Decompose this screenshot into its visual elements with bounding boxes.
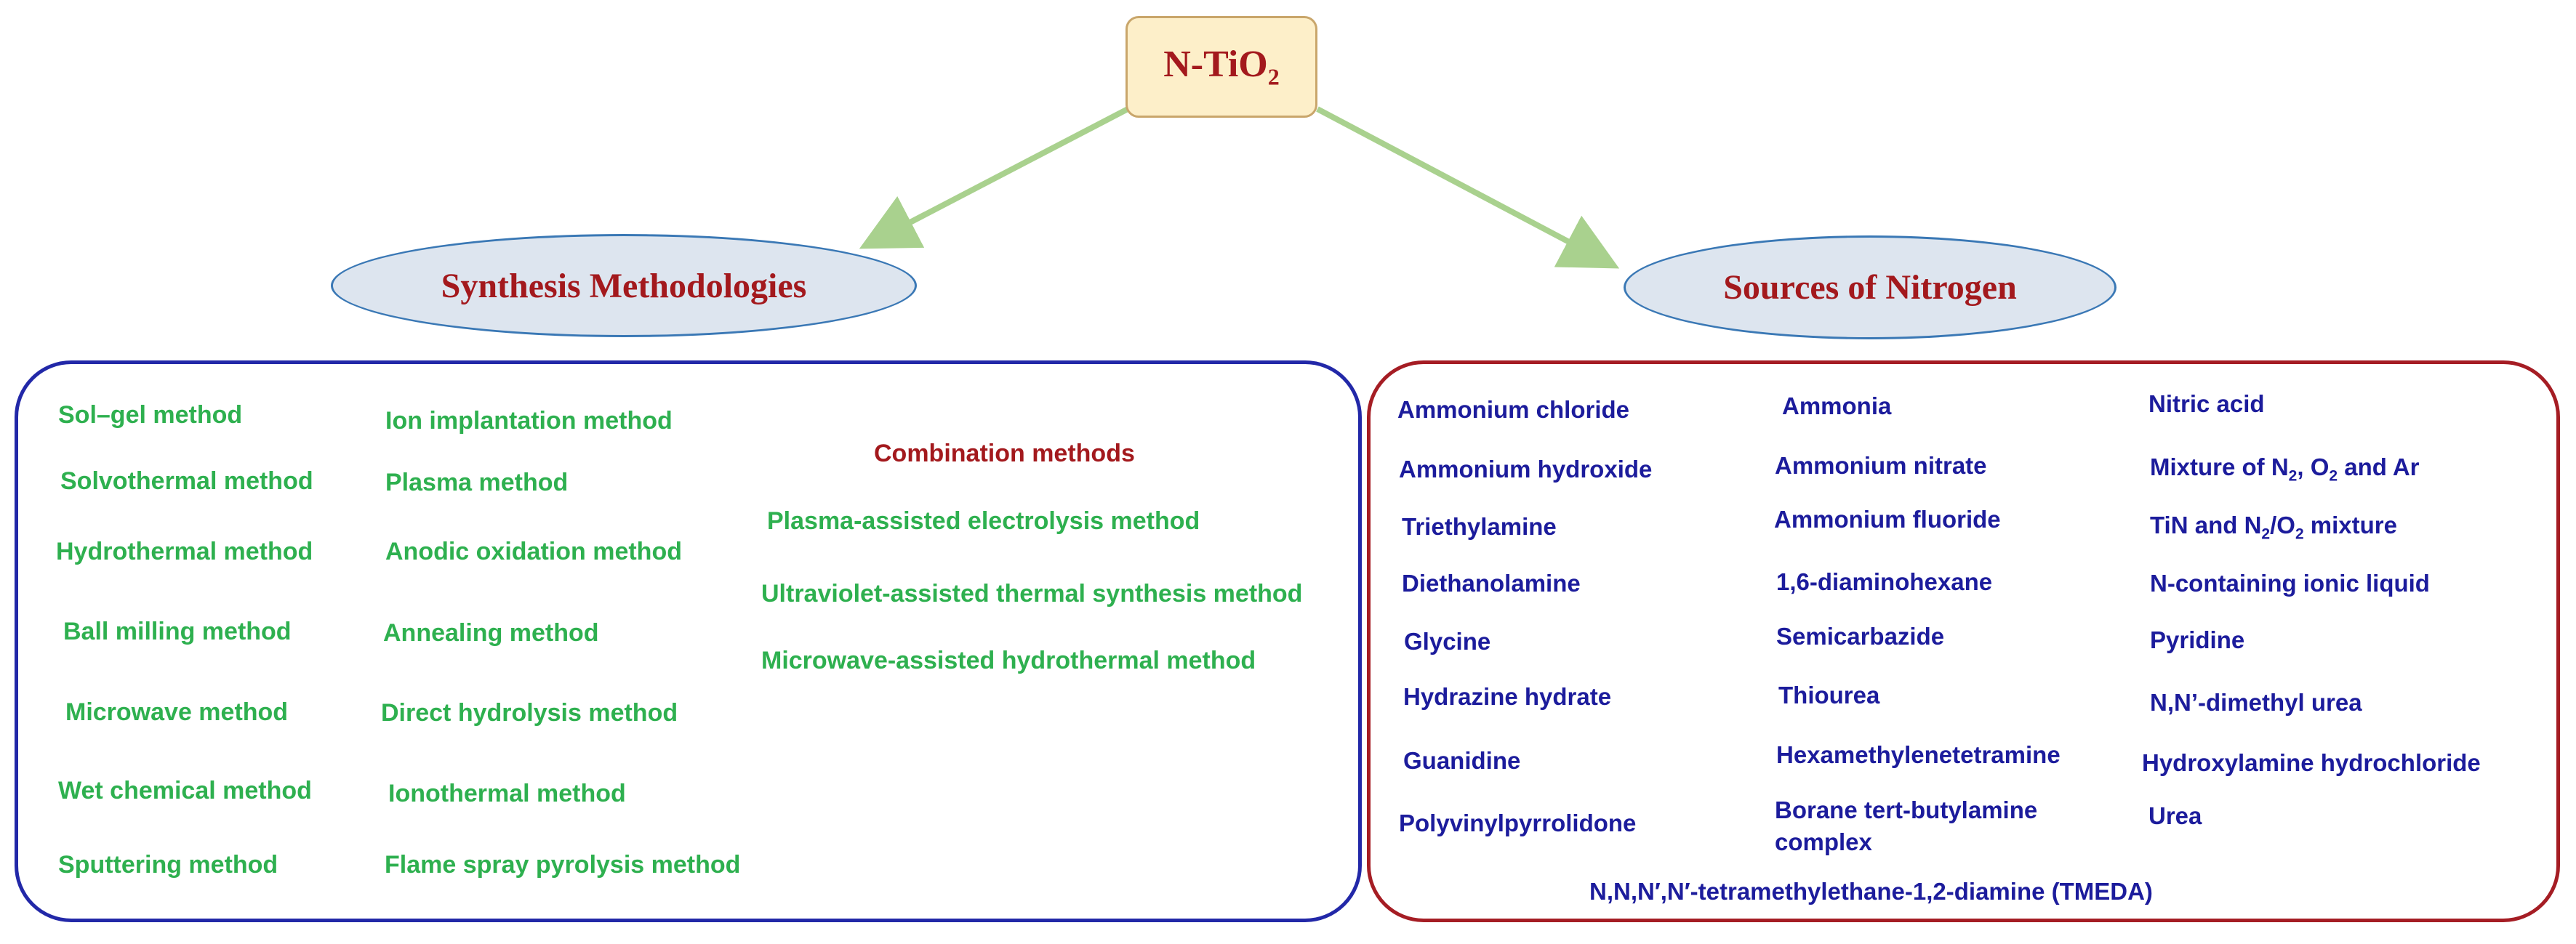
source-item: Thiourea bbox=[1778, 682, 1880, 709]
method-item: Ion implantation method bbox=[385, 407, 673, 435]
source-item: Ammonium fluoride bbox=[1774, 506, 2001, 533]
source-item: Hydroxylamine hydrochloride bbox=[2142, 749, 2481, 776]
method-item: Wet chemical method bbox=[58, 777, 312, 804]
method-item: Sputtering method bbox=[58, 851, 278, 879]
root-node: N-TiO2 bbox=[1126, 16, 1317, 118]
source-item: Polyvinylpyrrolidone bbox=[1399, 810, 1637, 836]
method-item: Annealing method bbox=[383, 619, 599, 647]
synthesis-panel bbox=[15, 360, 1362, 922]
arrow-to-sources bbox=[1316, 106, 1620, 269]
method-item: Hydrothermal method bbox=[56, 538, 313, 565]
source-item: Nitric acid bbox=[2148, 390, 2265, 417]
method-item: Solvothermal method bbox=[60, 467, 313, 495]
combination-item: Plasma-assisted electrolysis method bbox=[767, 507, 1200, 535]
source-item: Semicarbazide bbox=[1776, 623, 1945, 650]
synthesis-ellipse: Synthesis Methodologies bbox=[331, 234, 917, 337]
source-item: Hydrazine hydrate bbox=[1403, 683, 1612, 710]
source-item: Glycine bbox=[1404, 628, 1491, 655]
source-item: Ammonia bbox=[1782, 392, 1892, 419]
synthesis-title: Synthesis Methodologies bbox=[441, 266, 807, 305]
method-item: Flame spray pyrolysis method bbox=[385, 851, 741, 879]
source-item: Guanidine bbox=[1403, 747, 1521, 774]
source-item: Pyridine bbox=[2150, 626, 2245, 653]
source-item: Ammonium chloride bbox=[1397, 396, 1630, 423]
source-item: Borane tert-butylamine complex bbox=[1775, 796, 2038, 855]
method-item: Plasma method bbox=[385, 469, 569, 496]
sources-ellipse: Sources of Nitrogen bbox=[1624, 235, 2116, 339]
method-item: Microwave method bbox=[65, 698, 289, 726]
source-item: Triethylamine bbox=[1402, 513, 1557, 540]
method-item: Ball milling method bbox=[63, 618, 292, 645]
sources-title: Sources of Nitrogen bbox=[1723, 268, 2017, 307]
combination-item: Ultraviolet-assisted thermal synthesis m… bbox=[761, 580, 1303, 608]
source-item: Hexamethylenetetramine bbox=[1776, 741, 2061, 768]
source-item-tin: TiN and N2/O2 mixture bbox=[2150, 512, 2397, 543]
method-item: Anodic oxidation method bbox=[385, 538, 682, 565]
combination-title: Combination methods bbox=[874, 440, 1135, 467]
source-item: Urea bbox=[2148, 802, 2202, 829]
method-item: Direct hydrolysis method bbox=[381, 699, 678, 727]
method-item: Ionothermal method bbox=[388, 780, 626, 807]
arrow-to-synthesis bbox=[859, 105, 1132, 249]
source-item: N-containing ionic liquid bbox=[2150, 570, 2430, 597]
sources-panel bbox=[1367, 360, 2560, 922]
source-item: Diethanolamine bbox=[1402, 570, 1581, 597]
source-item: Ammonium hydroxide bbox=[1399, 456, 1653, 483]
source-item-mixture: Mixture of N2, O2 and Ar bbox=[2150, 453, 2420, 485]
combination-item: Microwave-assisted hydrothermal method bbox=[761, 647, 1256, 674]
source-item: N,N’-dimethyl urea bbox=[2150, 689, 2362, 716]
source-item-tmeda: N,N,N′,N′-tetramethylethane-1,2-diamine … bbox=[1589, 878, 2153, 905]
source-item: 1,6-diaminohexane bbox=[1776, 568, 1993, 595]
root-label: N-TiO2 bbox=[1163, 44, 1280, 90]
source-item: Ammonium nitrate bbox=[1775, 452, 1987, 479]
method-item: Sol–gel method bbox=[58, 401, 243, 429]
